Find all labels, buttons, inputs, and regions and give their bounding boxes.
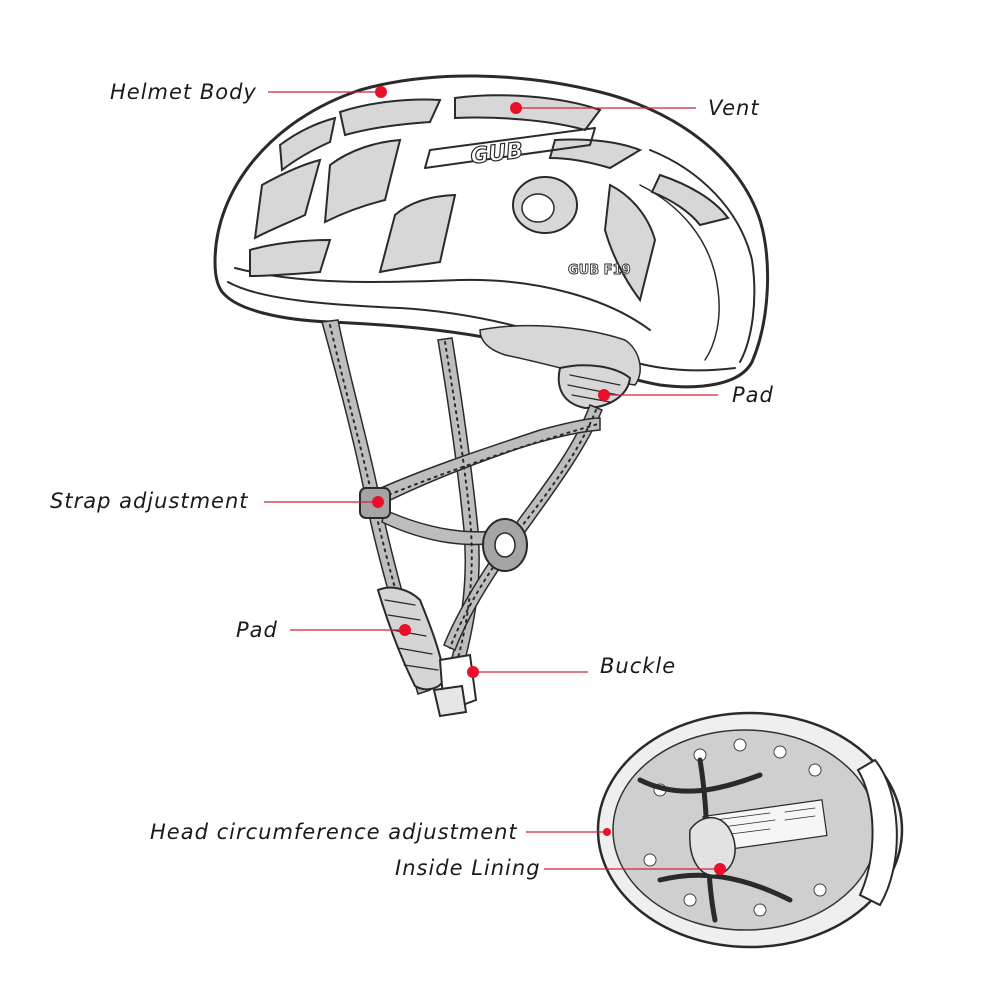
vent-opening [253, 158, 322, 240]
inside-label-lines [714, 807, 816, 837]
label-head-circumference: Head circumference adjustment [150, 820, 518, 844]
marker-pad-top [598, 389, 610, 401]
helmet-rim [227, 281, 736, 372]
helmet-inner-cradle [479, 324, 641, 410]
inside-vent-hole [643, 853, 657, 867]
inside-vent-hole [808, 763, 822, 777]
callout-markers [372, 86, 726, 875]
marker-strap-adjustment [372, 496, 384, 508]
label-inside-lining: Inside Lining [395, 856, 541, 880]
logo-outline [424, 127, 596, 169]
callout-leaders [264, 91, 720, 870]
marker-inside-lining [714, 863, 726, 875]
vent-round-inner [521, 193, 555, 223]
inside-vent-hole [753, 903, 767, 917]
vent-opening [338, 98, 442, 137]
vent-opening [603, 183, 657, 303]
helmet-rear-panel-inner [639, 184, 720, 361]
label-strap-adjustment: Strap adjustment [50, 489, 249, 513]
inside-vent-hole [813, 883, 827, 897]
vent-opening [548, 138, 643, 170]
helmet-inside-view [596, 711, 904, 949]
inside-vent-hole [733, 738, 747, 752]
vent-opening [278, 116, 337, 172]
strap-texture [329, 324, 599, 691]
marker-helmet-body [375, 86, 387, 98]
strap-rear [443, 404, 603, 652]
label-pad-bottom: Pad [236, 618, 278, 642]
vent-opening [650, 173, 730, 227]
rear-pad [557, 364, 632, 410]
model-text: GUB F19 [568, 263, 631, 278]
vent-opening [249, 238, 332, 278]
marker-vent [510, 102, 522, 114]
vent-opening [454, 94, 602, 132]
marker-head-circumference [603, 828, 611, 836]
helmet-rear-panel [649, 149, 756, 363]
vent-opening [323, 138, 402, 224]
label-pad-top: Pad [732, 383, 774, 407]
logo-text: GUB [469, 138, 524, 169]
label-helmet-body: Helmet Body [110, 80, 257, 104]
label-buckle: Buckle [600, 654, 677, 678]
helmet-side-view [213, 74, 770, 389]
inside-front-lip [856, 758, 898, 907]
inside-vent-hole [773, 745, 787, 759]
inside-vent-hole [683, 893, 697, 907]
rear-strap-adjuster-core [494, 532, 516, 558]
chin-pad [376, 586, 447, 691]
inside-cradle [689, 816, 736, 876]
vent-opening [378, 193, 457, 274]
marker-buckle [467, 666, 479, 678]
buckle-clip [432, 684, 468, 718]
helmet-band [234, 267, 651, 331]
marker-pad-bottom [399, 624, 411, 636]
label-vent: Vent [708, 96, 760, 120]
